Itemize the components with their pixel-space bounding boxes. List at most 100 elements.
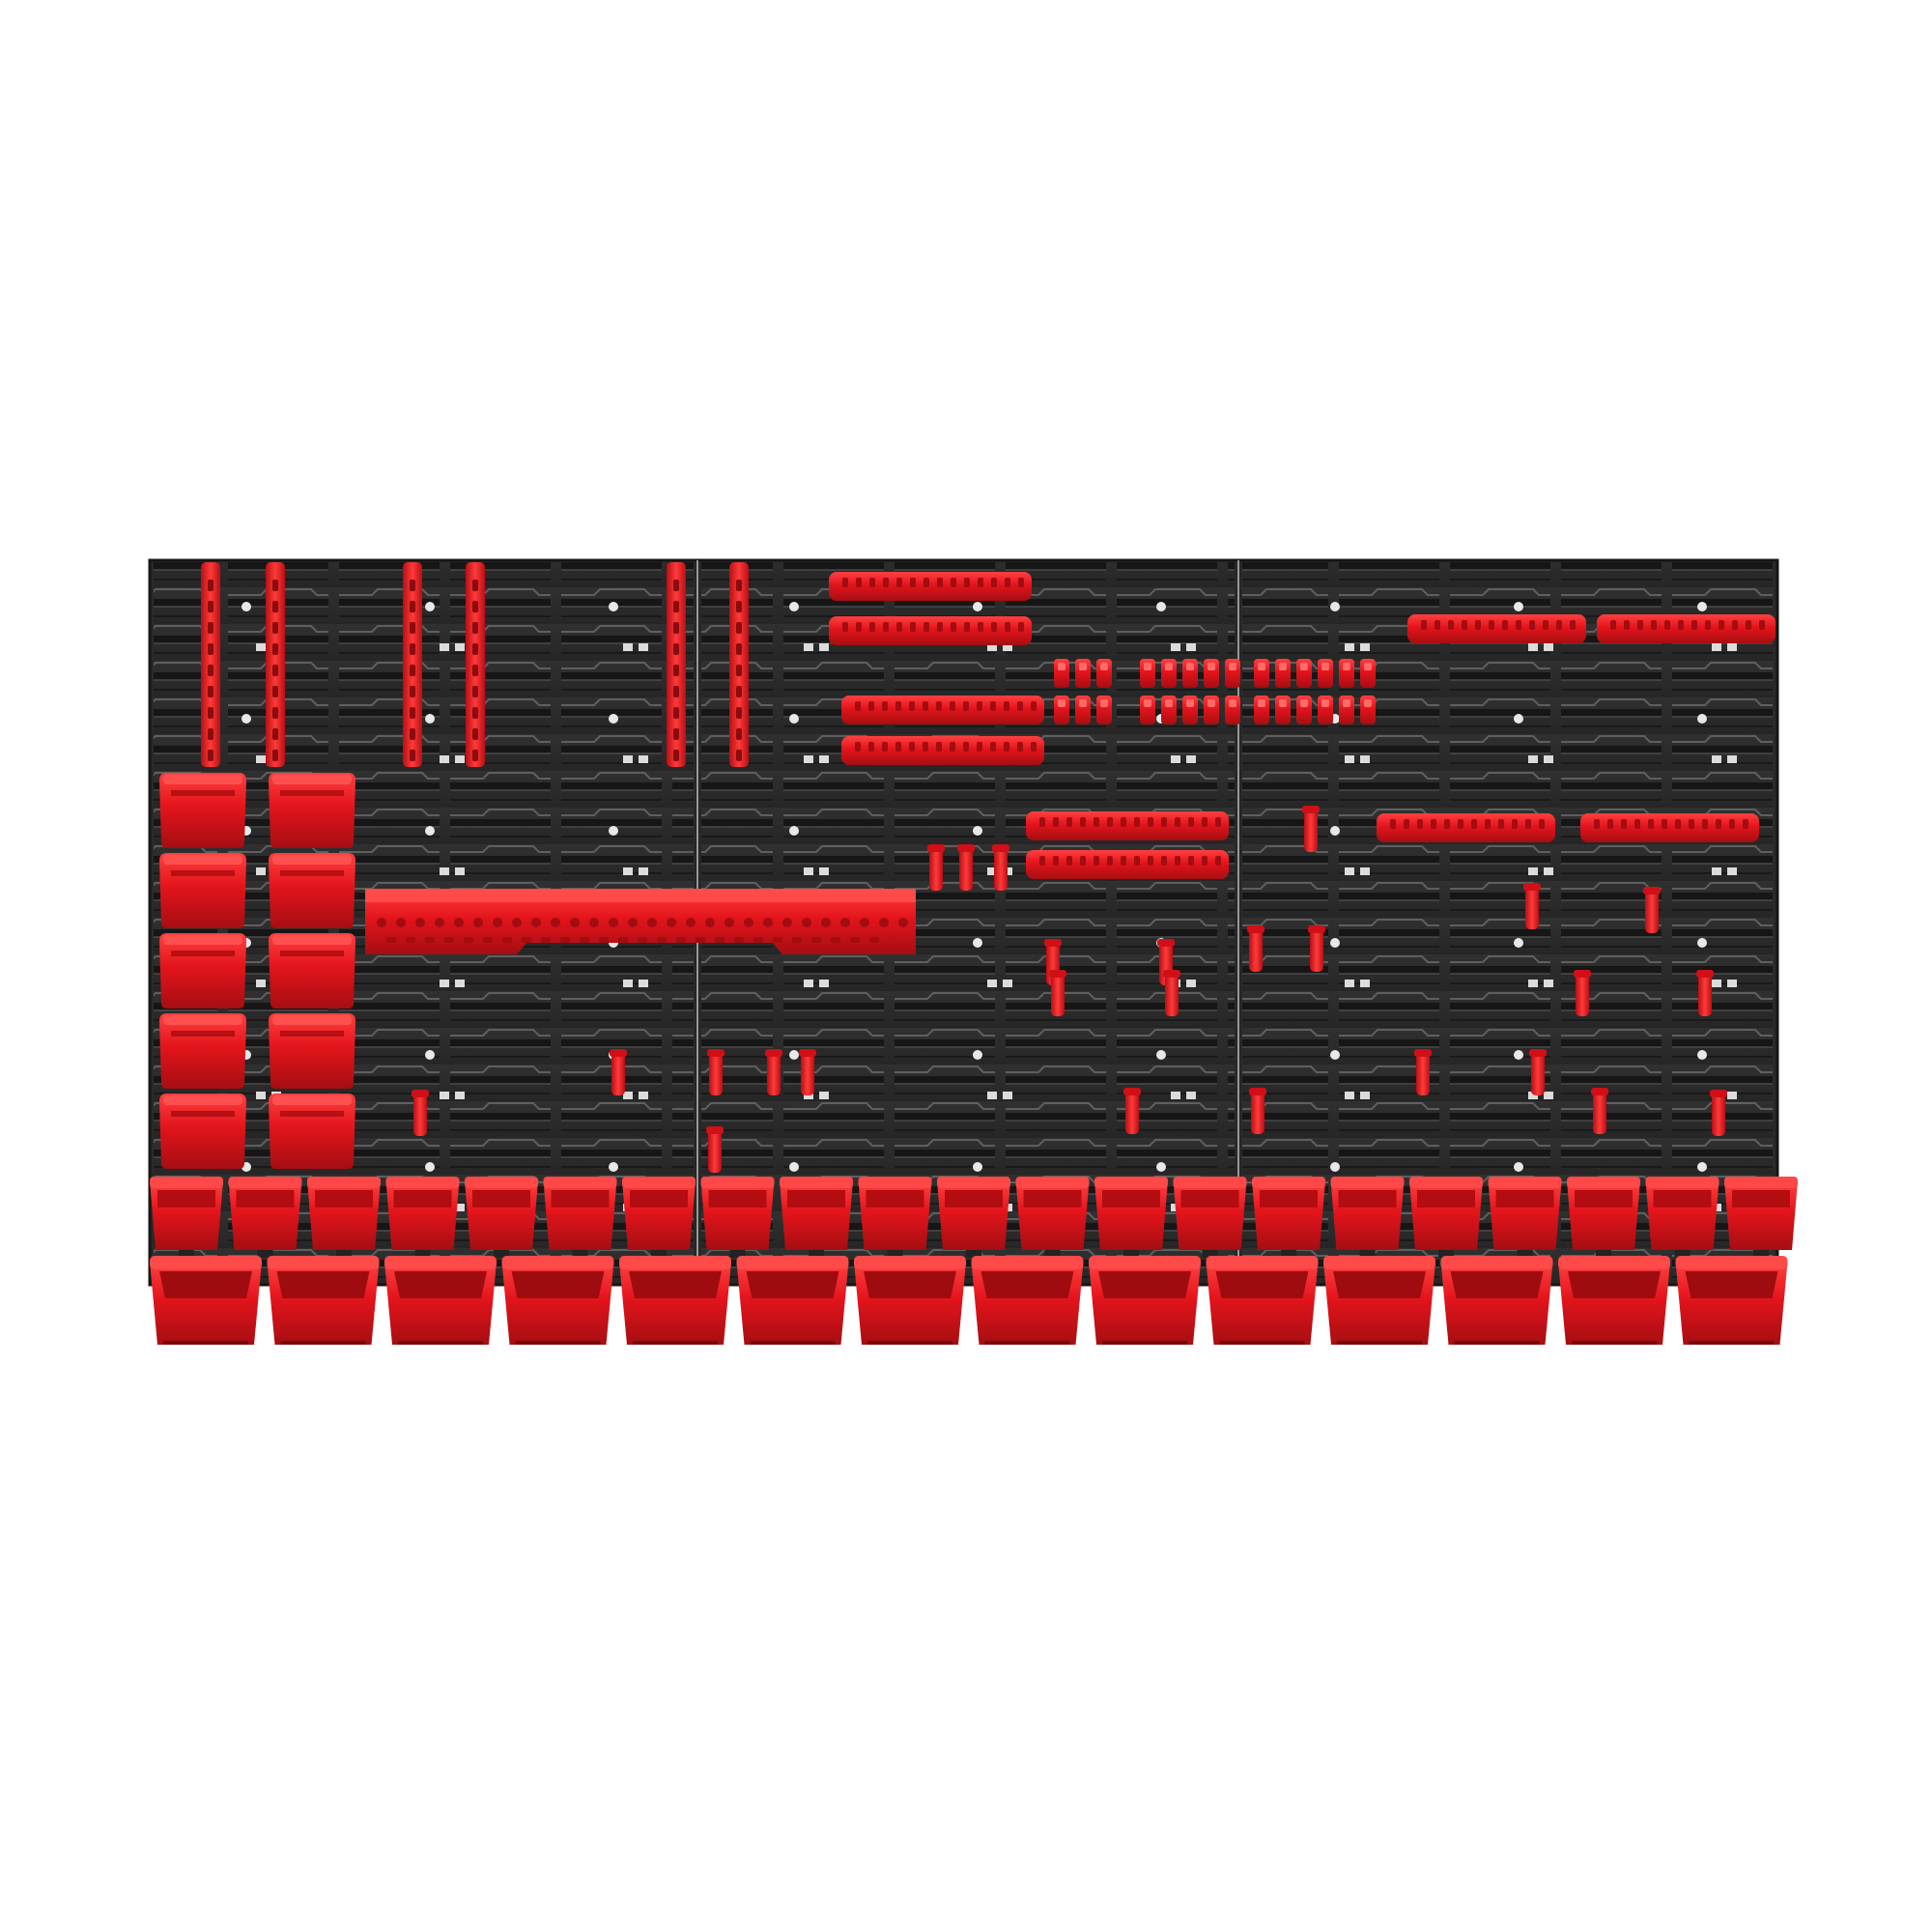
mount-hole bbox=[1330, 938, 1340, 948]
clip-holders bbox=[1054, 659, 1376, 724]
tool-slot bbox=[840, 918, 850, 927]
mount-hole bbox=[1697, 1050, 1707, 1060]
tall-bin bbox=[159, 1094, 246, 1169]
socket-clip bbox=[1075, 696, 1091, 724]
socket-clip bbox=[1161, 696, 1177, 724]
mount-hole bbox=[973, 1050, 982, 1060]
tool-slot bbox=[821, 918, 831, 927]
large-bin bbox=[150, 1256, 262, 1345]
small-bin bbox=[937, 1177, 1010, 1258]
tool-slot bbox=[454, 918, 464, 927]
socket-clip bbox=[1254, 696, 1269, 724]
large-bin bbox=[1323, 1256, 1435, 1345]
large-bin bbox=[1206, 1256, 1319, 1345]
small-bin bbox=[1645, 1177, 1719, 1258]
tool-slot bbox=[531, 918, 541, 927]
tool-slot bbox=[705, 918, 715, 927]
socket-clip bbox=[1096, 696, 1112, 724]
socket-clip bbox=[1318, 696, 1333, 724]
tool-slot bbox=[628, 918, 638, 927]
small-bin bbox=[858, 1177, 932, 1258]
pin-hook bbox=[707, 1049, 724, 1095]
pin-hook bbox=[1696, 970, 1714, 1016]
socket-clip bbox=[1204, 659, 1219, 688]
tall-bin bbox=[159, 933, 246, 1009]
small-bin bbox=[1173, 1177, 1247, 1258]
small-bin bbox=[385, 1177, 460, 1258]
mount-hole bbox=[1697, 1162, 1707, 1172]
pin-hook bbox=[1163, 970, 1180, 1016]
tool-slot bbox=[860, 918, 869, 927]
large-bin bbox=[619, 1256, 731, 1345]
tool-slot bbox=[763, 918, 773, 927]
socket-clip bbox=[1254, 659, 1269, 688]
long-holder bbox=[829, 616, 1032, 645]
socket-clip bbox=[1096, 659, 1112, 688]
long-holder bbox=[1026, 811, 1229, 840]
socket-clip bbox=[1140, 696, 1155, 724]
socket-clip bbox=[1225, 696, 1240, 724]
mount-hole bbox=[609, 602, 618, 611]
tool-slot bbox=[744, 918, 753, 927]
pin-hook bbox=[992, 844, 1009, 891]
pin-hook bbox=[412, 1090, 429, 1136]
mount-hole bbox=[789, 602, 799, 611]
small-bin bbox=[543, 1177, 617, 1258]
mount-hole bbox=[1330, 602, 1340, 611]
mount-hole bbox=[789, 1162, 799, 1172]
mount-hole bbox=[973, 938, 982, 948]
mount-hole bbox=[425, 714, 435, 724]
long-holder bbox=[841, 736, 1044, 765]
tool-slot bbox=[724, 918, 734, 927]
pin-hooks bbox=[412, 806, 1727, 1173]
mount-hole bbox=[1330, 1162, 1340, 1172]
socket-clip bbox=[1054, 696, 1069, 724]
tall-bin bbox=[269, 1013, 355, 1089]
small-bin bbox=[1330, 1177, 1405, 1258]
vertical-rail bbox=[403, 562, 422, 767]
small-bins-row bbox=[150, 1177, 1798, 1258]
small-bin bbox=[1409, 1177, 1483, 1258]
pin-hook bbox=[1302, 806, 1320, 852]
socket-clip bbox=[1339, 659, 1354, 688]
mount-hole bbox=[1697, 938, 1707, 948]
large-bin bbox=[854, 1256, 966, 1345]
mount-hole bbox=[1697, 602, 1707, 611]
mount-hole bbox=[1156, 1050, 1166, 1060]
vertical-rail bbox=[667, 562, 686, 767]
tool-slot bbox=[589, 918, 599, 927]
mount-hole bbox=[789, 1050, 799, 1060]
tool-slot bbox=[782, 918, 792, 927]
socket-clip bbox=[1296, 659, 1312, 688]
vertical-rail bbox=[266, 562, 285, 767]
mount-hole bbox=[1156, 1162, 1166, 1172]
mount-hole bbox=[973, 826, 982, 836]
large-bins-row bbox=[150, 1256, 1788, 1345]
mount-hole bbox=[1514, 1162, 1523, 1172]
tool-slot bbox=[435, 918, 444, 927]
large-bin bbox=[971, 1256, 1084, 1345]
mount-hole bbox=[242, 714, 251, 724]
pin-hook bbox=[1249, 1088, 1266, 1134]
long-holder bbox=[841, 696, 1044, 724]
pin-hook bbox=[957, 844, 975, 891]
long-holder bbox=[829, 572, 1032, 601]
mount-hole bbox=[1156, 602, 1166, 611]
pin-hook bbox=[765, 1049, 782, 1095]
screwdriver-holder bbox=[365, 889, 916, 954]
mount-hole bbox=[609, 714, 618, 724]
small-bin bbox=[1015, 1177, 1090, 1258]
tool-slot bbox=[512, 918, 522, 927]
large-bin bbox=[1440, 1256, 1553, 1345]
large-bin bbox=[267, 1256, 380, 1345]
socket-clip bbox=[1161, 659, 1177, 688]
mount-hole bbox=[609, 1162, 618, 1172]
tool-slot bbox=[377, 918, 386, 927]
mount-hole bbox=[1514, 1050, 1523, 1060]
socket-clip bbox=[1182, 659, 1198, 688]
mount-hole bbox=[425, 602, 435, 611]
socket-clip bbox=[1318, 659, 1333, 688]
mount-hole bbox=[425, 1050, 435, 1060]
mount-hole bbox=[789, 714, 799, 724]
large-bin bbox=[1558, 1256, 1670, 1345]
